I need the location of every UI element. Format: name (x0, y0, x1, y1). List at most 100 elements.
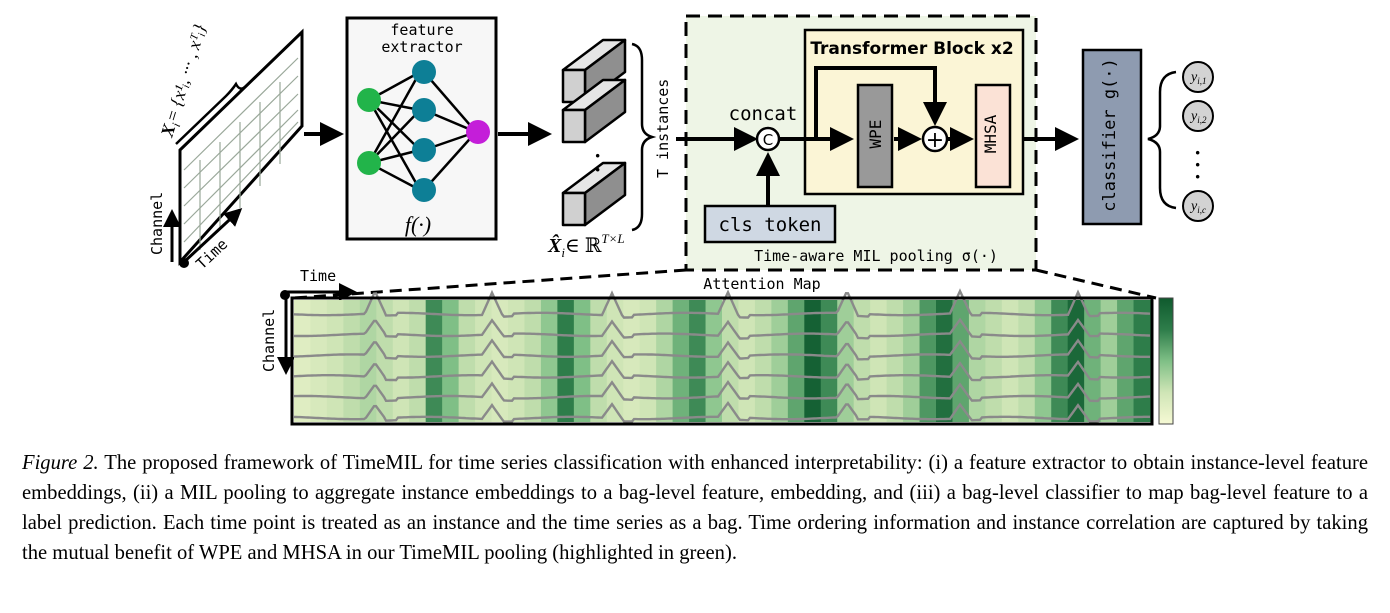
heatmap-signal-line (293, 359, 1151, 382)
heatmap-column (1034, 300, 1052, 422)
heatmap-column (985, 300, 1003, 422)
attention-channel-label: Channel (260, 309, 278, 372)
output-y-1-label: yi,1 (1189, 70, 1206, 86)
heatmap-signals (293, 288, 1151, 423)
heatmap-column (590, 300, 608, 422)
heatmap-column (1067, 300, 1085, 422)
input-bag-label: Xi= {x¹ᵢ, ··· , xᵀᵢ} (156, 21, 213, 141)
pooling-caption: Time-aware MIL pooling σ(·) (754, 247, 998, 265)
instance-dots-2: · (594, 157, 601, 182)
figure-caption-label: Figure 2. (22, 452, 99, 474)
classifier: classifier g(·) yi,1 yi,2 · · · yi,c (1081, 48, 1214, 226)
attention-map-title: Attention Map (703, 275, 820, 293)
heatmap-signal-line (293, 317, 1151, 340)
output-y-2 (1182, 100, 1214, 132)
heatmap-column (623, 300, 641, 422)
feature-extractor: feature extractor f(·) (345, 16, 498, 241)
heatmap-column (442, 300, 460, 422)
instance-embedding-label: X̂i∈ ℝT×L (547, 231, 625, 260)
heatmap-column (886, 300, 904, 422)
wpe-label: WPE (866, 120, 885, 149)
heatmap-column (409, 300, 427, 422)
mil-pooling: concat C cls token Transformer Block x2 … (676, 14, 1038, 272)
instances-brace (631, 42, 657, 232)
hidden-node-4 (412, 178, 436, 202)
instance-block-3 (561, 161, 627, 227)
heatmap-column (853, 300, 871, 422)
heatmap-column (540, 300, 558, 422)
output-vdots-3: · (1194, 164, 1201, 189)
hidden-node-1 (412, 60, 436, 84)
input-channel-label: Channel (148, 192, 166, 255)
heatmap-column (475, 300, 493, 422)
feature-extractor-function: f(·) (405, 212, 431, 237)
mhsa-box (974, 83, 1012, 189)
heatmap-column (359, 300, 377, 422)
hidden-node-3 (412, 138, 436, 162)
input-time-axis (182, 207, 243, 264)
zoom-line-right (1035, 268, 1157, 300)
heatmap-column (1133, 300, 1151, 422)
heatmap-signal-line (293, 338, 1150, 361)
heatmap-signal-line (293, 288, 1151, 319)
wpe-box (856, 83, 894, 189)
heatmap-frame (290, 296, 1154, 426)
output-y-c (1182, 190, 1214, 222)
cls-token-box (703, 204, 837, 244)
heatmap-column (903, 300, 921, 422)
heatmap-column (392, 300, 410, 422)
heatmap-column (343, 300, 361, 422)
classifier-brace (1147, 70, 1177, 210)
heatmap-column (606, 300, 624, 422)
heatmap-column (491, 300, 509, 422)
heatmap-column (508, 300, 526, 422)
heatmap-column (1051, 300, 1069, 422)
output-y-1 (1182, 61, 1214, 93)
heatmap-column (936, 300, 954, 422)
input-node-1 (357, 88, 381, 112)
attention-time-label: Time (300, 267, 336, 285)
heatmap-column (771, 300, 789, 422)
heatmap-column (1117, 300, 1135, 422)
classifier-label: classifier g(·) (1100, 58, 1120, 212)
classifier-box (1081, 48, 1143, 226)
output-node (466, 120, 490, 144)
colorbar (1158, 297, 1174, 425)
transformer-block-label: Transformer Block x2 (810, 39, 1013, 59)
instance-embeddings (561, 38, 627, 227)
timemil-framework-diagram: Xi= {x¹ᵢ, ··· , xᵀᵢ} Channel Time featur… (148, 14, 1214, 426)
input-bag: Xi= {x¹ᵢ, ··· , xᵀᵢ} Channel Time (148, 21, 304, 273)
heatmap-column (425, 300, 443, 422)
heatmap-column (1084, 300, 1102, 422)
heatmap-column (968, 300, 986, 422)
heatmap-column (870, 300, 888, 422)
add-symbol: + (926, 128, 944, 153)
input-node-2 (357, 151, 381, 175)
hidden-node-2 (412, 98, 436, 122)
instance-dots-1: · (594, 143, 601, 168)
zoom-line-left (293, 268, 687, 300)
input-axis-origin (179, 258, 189, 268)
instances-count-label: T instances (654, 79, 672, 178)
instance-block-2 (561, 78, 627, 144)
heatmap-column (524, 300, 542, 422)
heatmap-columns (294, 300, 1151, 422)
feature-extractor-title-1: feature (390, 21, 453, 39)
heatmap-column (376, 300, 394, 422)
mhsa-label: MHSA (981, 114, 1000, 153)
attention-axis-origin (280, 290, 290, 300)
heatmap-column (804, 300, 822, 422)
heatmap-column (294, 300, 312, 422)
input-signal-lines (183, 57, 299, 250)
heatmap-column (919, 300, 937, 422)
heatmap-column (705, 300, 723, 422)
concat-symbol: C (763, 131, 773, 149)
residual-connection (814, 66, 947, 139)
heatmap-column (1018, 300, 1036, 422)
heatmap-column (656, 300, 674, 422)
heatmap-column (787, 300, 805, 422)
heatmap-column (557, 300, 575, 422)
heatmap-column (754, 300, 772, 422)
heatmap-column (820, 300, 838, 422)
heatmap-signal-line (293, 400, 1150, 423)
